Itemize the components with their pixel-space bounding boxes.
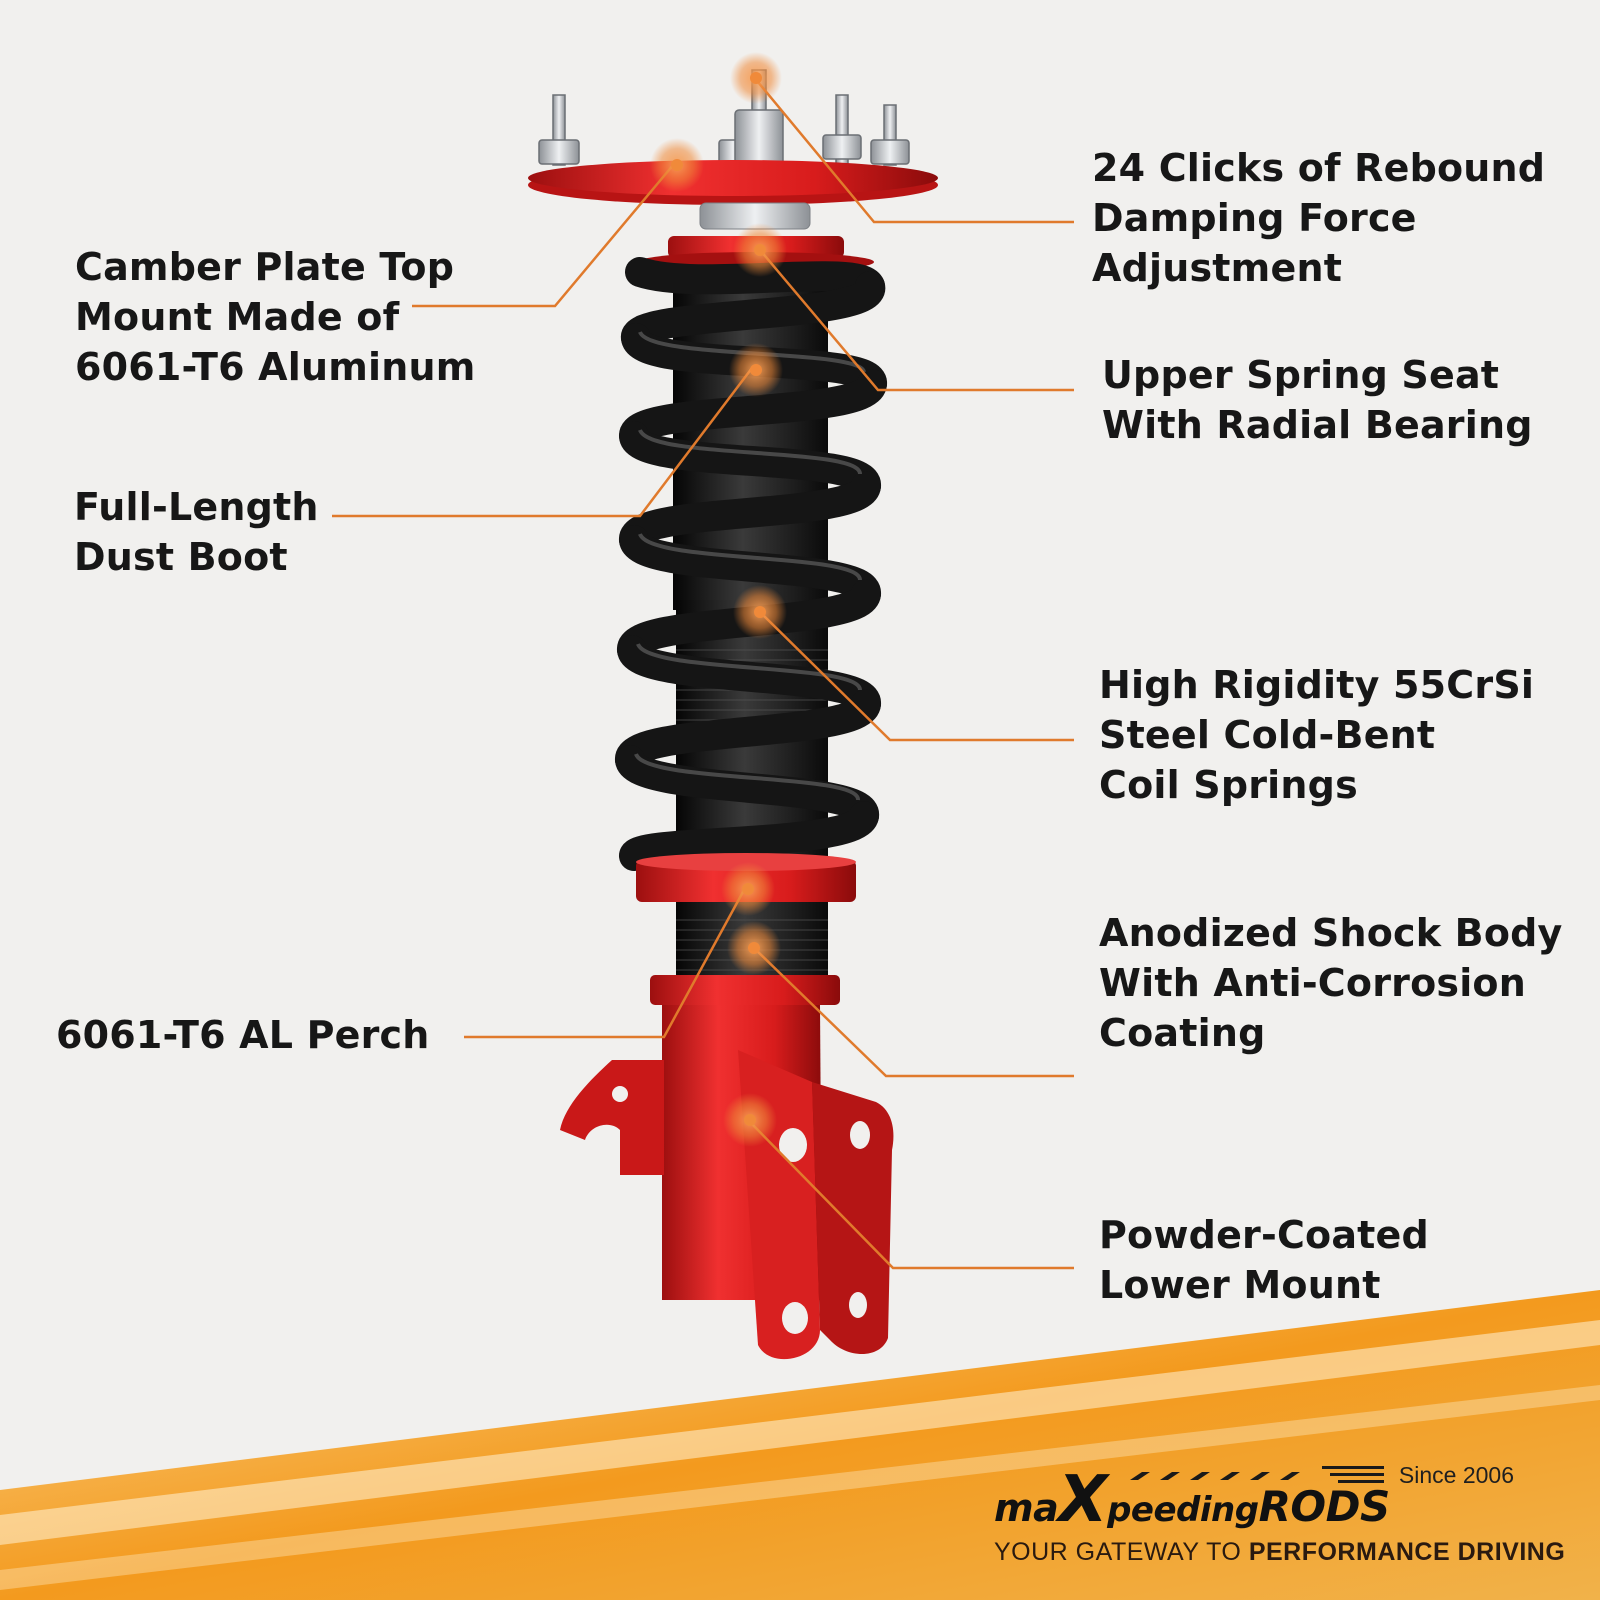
callout-line-lower [749,1121,1074,1270]
callout-line-rebound [757,81,1074,224]
label-perch: 6061-T6 AL Perch [56,1013,430,1057]
brand-tagline: YOUR GATEWAY TO PERFORMANCE DRIVING [994,1538,1565,1567]
brake-line-bracket [560,1060,664,1175]
callout-lines [332,81,1074,1270]
knuckle-plate [812,1082,894,1354]
top-mount-studs [538,69,910,171]
label-spring-seat: Upper Spring Seat With Radial Bearing [1102,353,1533,447]
banner-highlight [0,1320,1600,1545]
coil-spring [615,257,887,871]
brand-logo-rods: RODS [1258,1482,1391,1531]
label-lower-mount: Powder-Coated Lower Mount [1099,1213,1429,1307]
mount-holes [779,1121,870,1334]
banner-highlight [0,1385,1600,1590]
label-camber-plate: Camber Plate Top Mount Made of 6061-T6 A… [75,245,476,389]
lock-ring [650,975,840,1005]
label-shock-body: Anodized Shock Body With Anti-Corrosion … [1099,911,1563,1055]
brand-logo-middle: peeding [1107,1490,1259,1530]
label-dust-boot: Full-Length Dust Boot [74,485,319,579]
label-coil-springs: High Rigidity 55CrSi Steel Cold-Bent Coi… [1099,663,1535,807]
brand-logo-prefix: ma [994,1486,1059,1530]
callout-dots [650,52,787,1147]
callout-line-seat [759,249,1074,392]
callout-line-body [753,947,1074,1078]
brand-since: Since 2006 [1398,1462,1514,1488]
callout-line-dustboot [332,367,753,518]
brand-logo-x: X [1058,1463,1108,1537]
label-rebound: 24 Clicks of Rebound Damping Force Adjus… [1092,146,1546,290]
checkered-flag-icon [1130,1466,1384,1483]
callout-line-perch [464,889,746,1039]
brand-tagline-bold: PERFORMANCE DRIVING [1248,1538,1566,1566]
brand-logo: maXpeedingRODS [994,1468,1391,1532]
brand-tagline-light: YOUR GATEWAY TO [994,1538,1249,1566]
callout-line-spring [759,611,1074,742]
callout-line-camber [412,163,675,308]
